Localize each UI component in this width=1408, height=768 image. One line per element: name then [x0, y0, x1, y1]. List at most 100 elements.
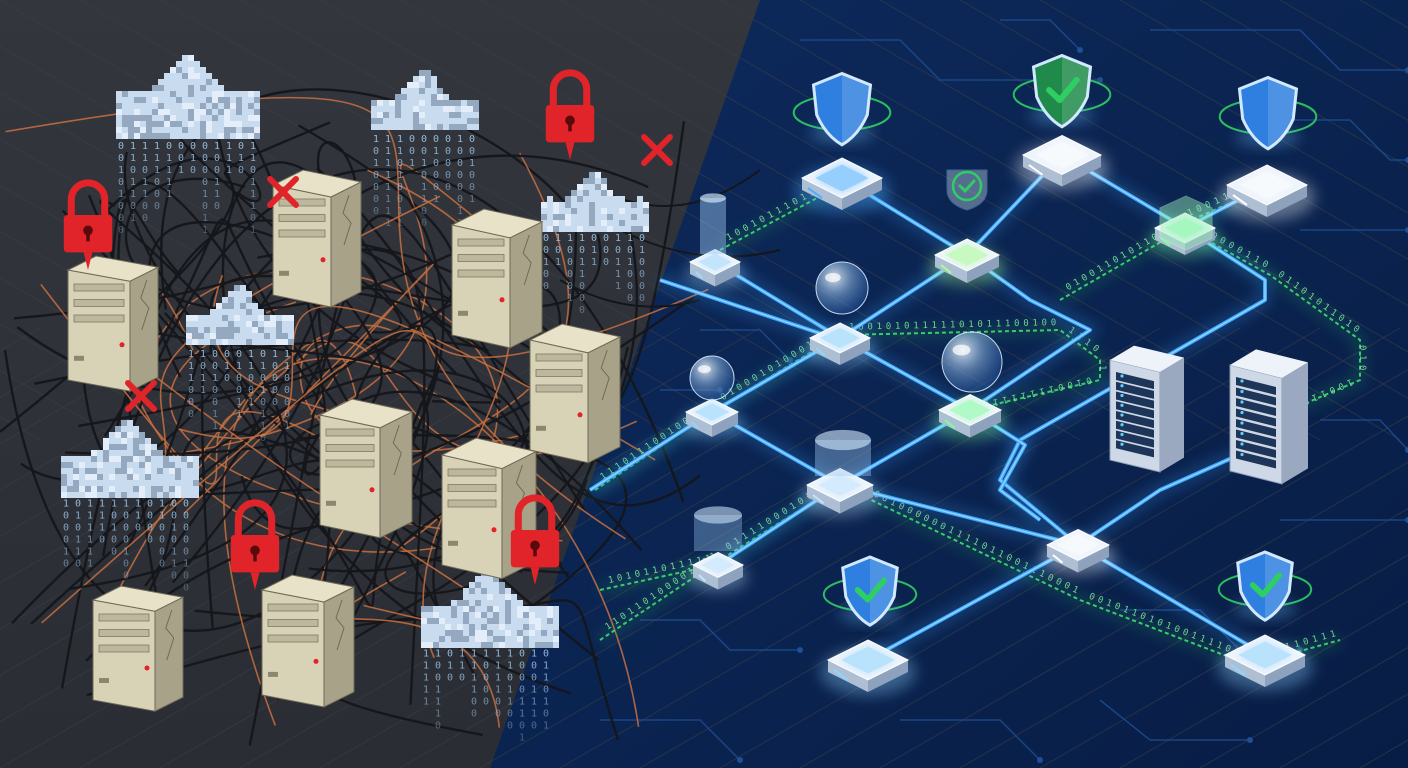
binary-digit: 0 — [284, 385, 290, 396]
binary-digit: 0 — [886, 322, 892, 332]
rack-unit — [1236, 408, 1276, 427]
cloud-pixel — [252, 327, 258, 333]
cloud-pixel — [79, 480, 85, 486]
binary-digit: 1 — [123, 499, 129, 510]
cloud-pixel — [407, 94, 413, 100]
cloud-pixel — [288, 321, 294, 327]
binary-digit: 0 — [567, 281, 573, 292]
binary-digit: 0 — [421, 134, 427, 145]
cloud-pixel — [481, 630, 487, 636]
binary-digit: 0 — [171, 571, 177, 582]
binary-digit: 0 — [142, 165, 148, 176]
binary-digit: 0 — [543, 685, 549, 696]
cloud-pixel — [463, 636, 469, 642]
cloud-pixel — [571, 226, 577, 232]
binary-digit: 0 — [483, 673, 489, 684]
cloud-pixel — [170, 109, 176, 115]
cloud-pixel — [192, 327, 198, 333]
cloud-pixel — [228, 339, 234, 345]
binary-digit: 1 — [373, 158, 379, 169]
cloud-pixel — [236, 91, 242, 97]
binary-digit: 1 — [471, 673, 477, 684]
link-core — [1077, 449, 1251, 546]
cloud-pixel — [170, 133, 176, 139]
binary-digit: 1 — [627, 233, 633, 244]
cloud-pixel — [103, 450, 109, 456]
cloud-pixel — [455, 100, 461, 106]
binary-digit: 1 — [171, 523, 177, 534]
cloud-pixel — [176, 67, 182, 73]
cloud-pixel — [151, 486, 157, 492]
drive-bay — [447, 484, 497, 492]
cable-icon — [559, 279, 701, 308]
binary-digit: 1 — [1310, 391, 1319, 402]
cloud-pixel — [625, 202, 631, 208]
node-led — [815, 347, 826, 357]
cloud-pixel — [121, 450, 127, 456]
binary-digit: 0 — [123, 511, 129, 522]
cloud-pixel — [145, 474, 151, 480]
cloud-pixel — [216, 327, 222, 333]
network-node-icon — [680, 398, 744, 440]
binary-digit: 0 — [671, 576, 681, 587]
cloud-pixel — [164, 127, 170, 133]
cloud-icon: 1000100101101111111110101001000100110000… — [61, 420, 199, 594]
binary-digit: 0 — [471, 709, 477, 720]
binary-digit: 1 — [519, 697, 525, 708]
cloud-pixel — [103, 492, 109, 498]
drive-bay — [325, 428, 375, 437]
cloud-pixel — [228, 303, 234, 309]
binary-digit: 0 — [469, 146, 475, 157]
cloud-pixel — [67, 474, 73, 480]
cloud-pixel — [254, 115, 260, 121]
binary-digit: 1 — [987, 320, 993, 330]
node-led — [1230, 664, 1246, 676]
binary-digit: 1 — [471, 661, 477, 672]
server-tower-icon — [91, 585, 185, 713]
cloud-pixel — [240, 321, 246, 327]
drive-bay — [325, 459, 375, 468]
binary-digit: 0 — [397, 158, 403, 169]
node-led — [812, 494, 825, 505]
shield-body — [811, 71, 873, 147]
binary-digit: 0 — [1328, 383, 1337, 394]
cloud-pixel — [377, 106, 383, 112]
binary-digit: 0 — [921, 513, 930, 524]
cloud-pixel — [222, 339, 228, 345]
cloud-pixel — [146, 91, 152, 97]
binary-digit: 0 — [1313, 297, 1323, 308]
cloud-pixel — [595, 190, 601, 196]
cloud-pixel — [181, 480, 187, 486]
binary-digit: 1 — [1306, 291, 1316, 302]
node-led — [1028, 164, 1044, 176]
binary-digit: 1 — [188, 349, 194, 360]
binary-digit: 1 — [669, 562, 676, 573]
cloud-pixel — [505, 594, 511, 600]
rack-unit — [1116, 411, 1154, 429]
cylinder-cap — [700, 193, 726, 203]
cloud-pixel — [487, 624, 493, 630]
cloud-pixel — [158, 85, 164, 91]
cloud-pixel — [511, 630, 517, 636]
binary-digit: 0 — [250, 213, 256, 224]
cloud-pixel — [127, 426, 133, 432]
cloud-pixel — [103, 456, 109, 462]
padlock-shackle — [514, 494, 556, 530]
cloud-icon: 1111110011100101101111001000011110011011… — [421, 570, 559, 744]
binary-digit: 0 — [202, 165, 208, 176]
binary-digit: 0 — [190, 165, 196, 176]
binary-digit: 0 — [183, 535, 189, 546]
binary-digit: 1 — [154, 141, 160, 152]
cloud-pixel — [222, 297, 228, 303]
binary-digit: 1 — [214, 177, 220, 188]
cloud-pixel — [242, 109, 248, 115]
cloud-pixel — [254, 103, 260, 109]
padlock-icon — [63, 179, 113, 270]
cloud-pixel — [236, 121, 242, 127]
cloud-pixel — [371, 118, 377, 124]
cloud-pixel — [437, 100, 443, 106]
cloud-pixel — [115, 480, 121, 486]
binary-digit: 1 — [758, 368, 768, 379]
binary-digit: 0 — [457, 158, 463, 169]
